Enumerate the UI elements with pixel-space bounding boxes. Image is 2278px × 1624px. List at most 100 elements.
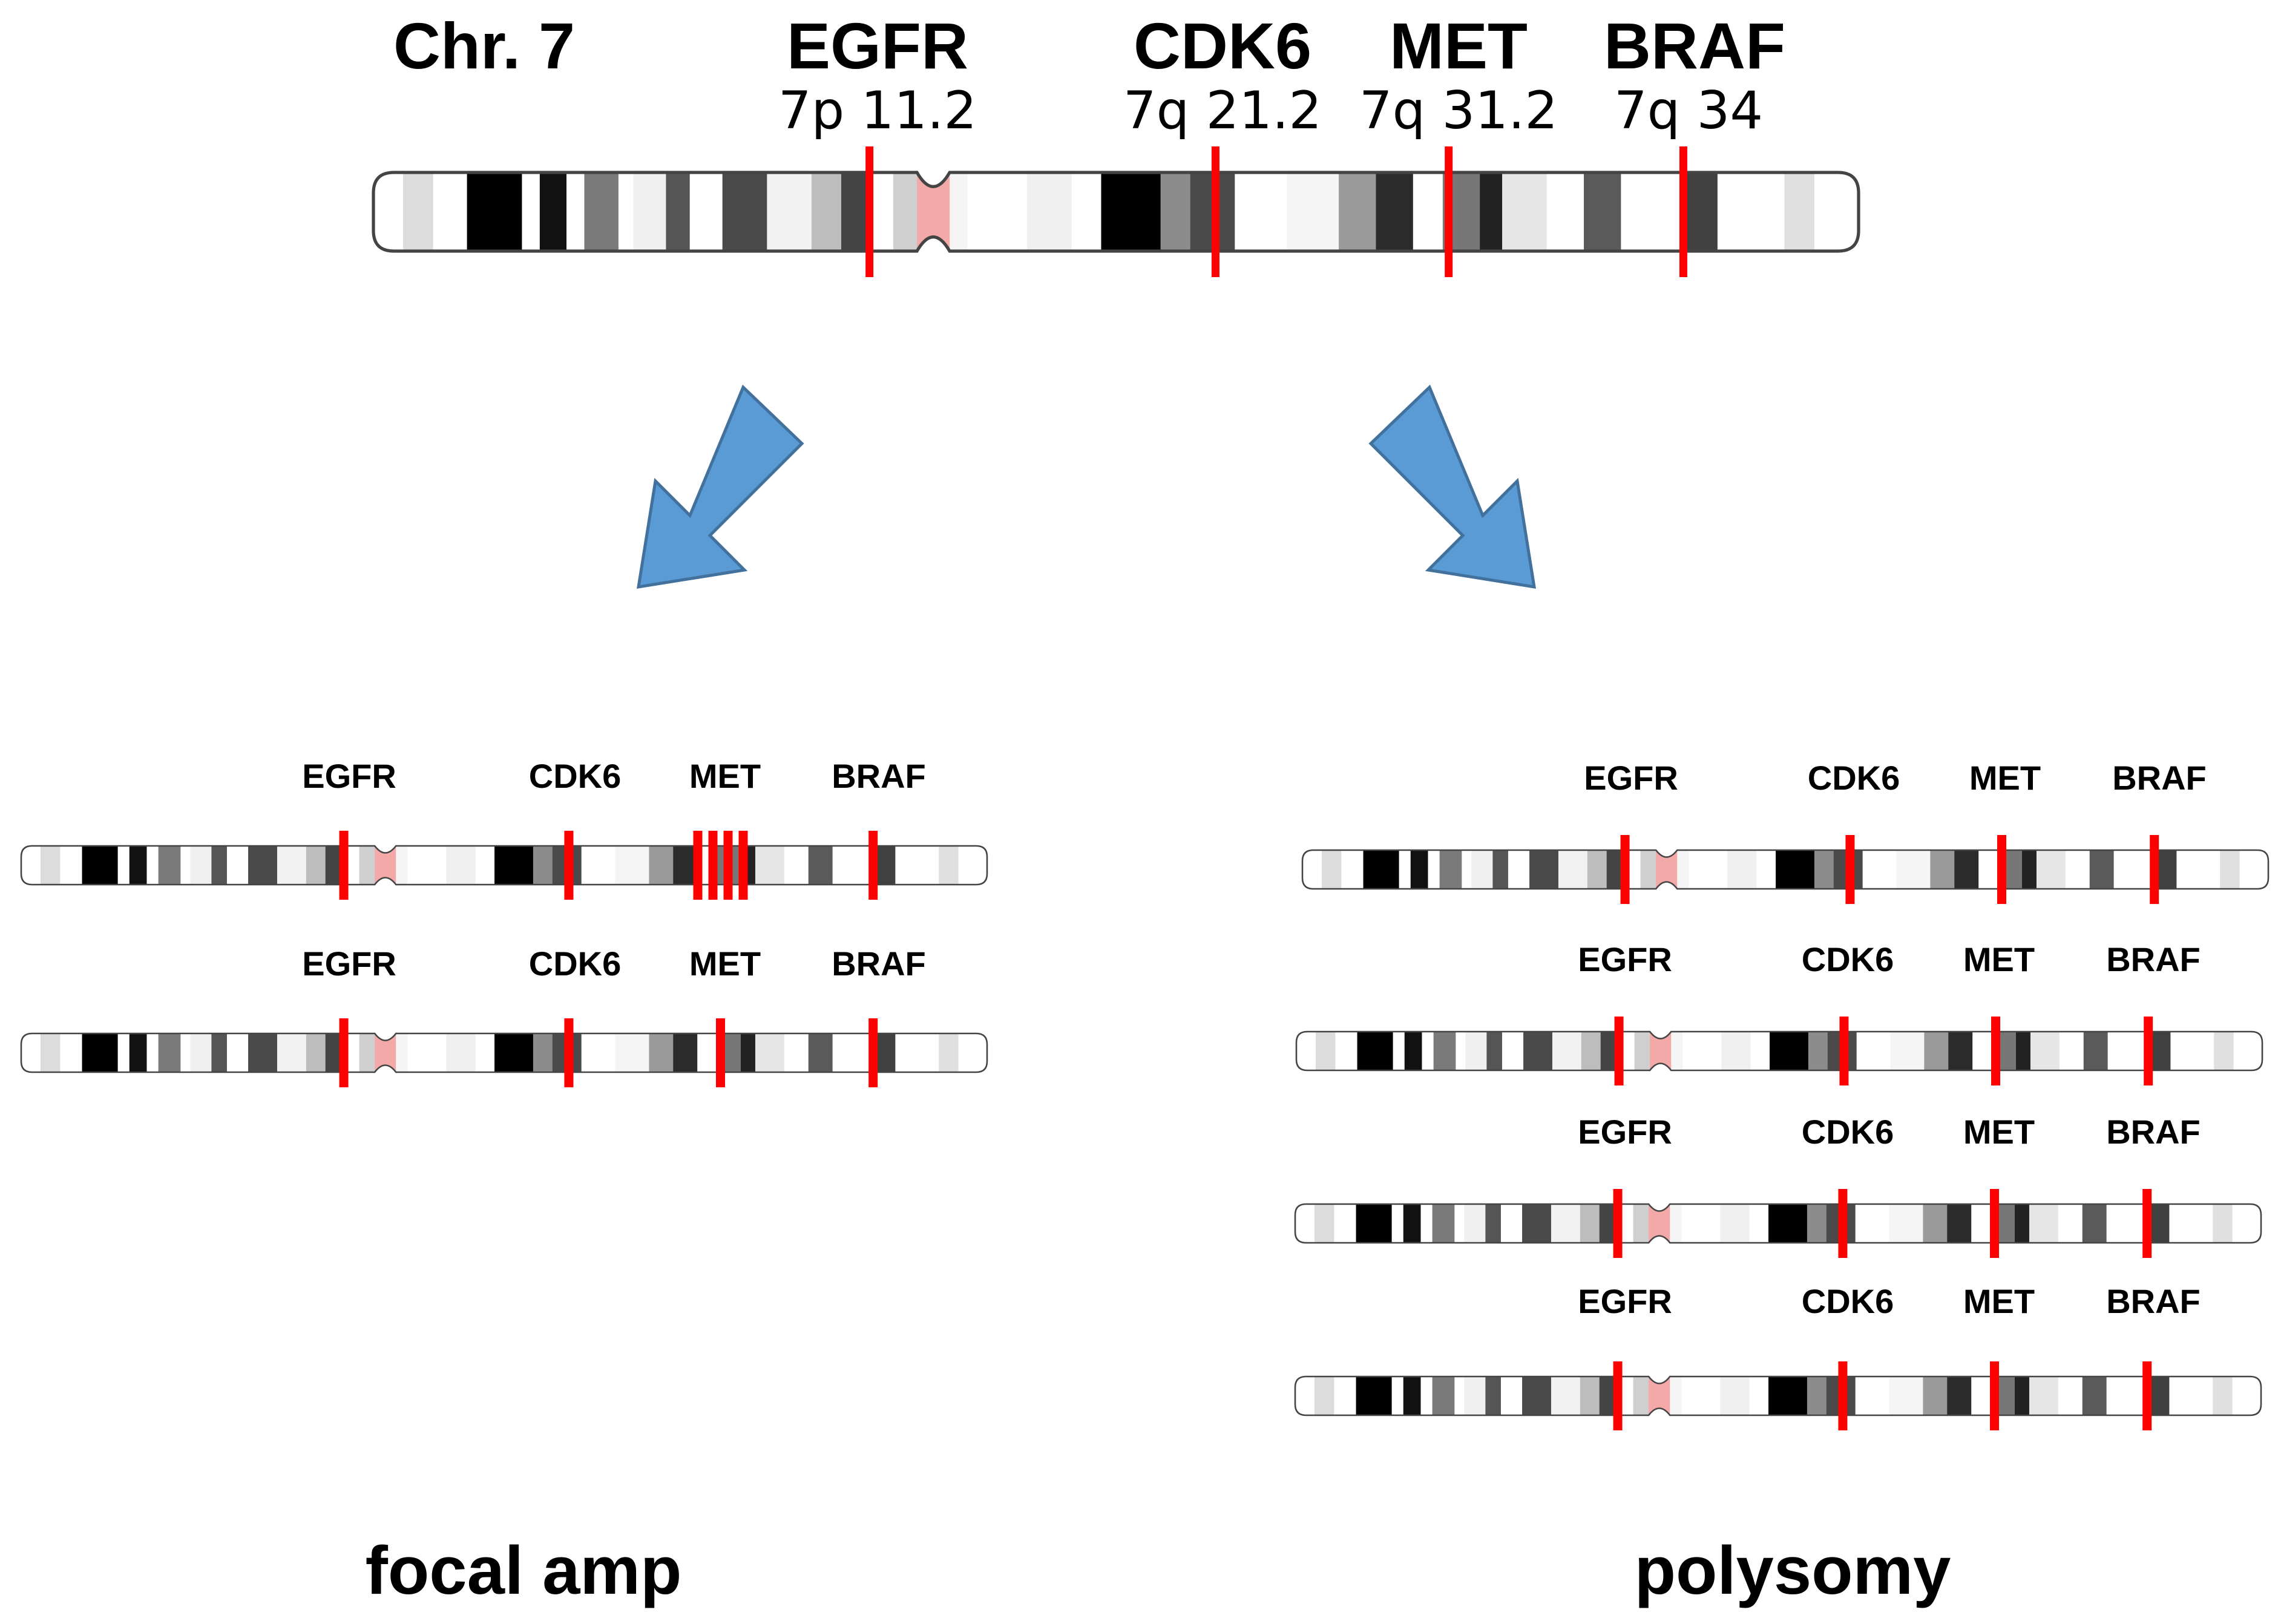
chromosome-band: [1856, 1032, 1891, 1070]
chromosome-band: [1671, 1032, 1683, 1070]
chromosome-band: [1923, 1204, 1948, 1243]
chromosome-band: [1456, 1032, 1466, 1070]
gene-marker-cdk6: [1838, 1361, 1848, 1430]
top-gene-label-egfr: EGFR: [786, 9, 969, 82]
chromosome-band: [1403, 1204, 1421, 1243]
gene-marker-met: [693, 831, 703, 900]
chromosome-band: [2083, 1032, 2109, 1070]
poly-2-label-met: MET: [1963, 940, 2035, 978]
chromosome-band: [2065, 850, 2090, 889]
chromosome-band: [2213, 1377, 2233, 1415]
chromosome-focal-amp-2: [20, 1018, 988, 1087]
chromosome-band: [1363, 850, 1400, 889]
chromosome-band: [1403, 1377, 1421, 1415]
chromosome-band: [1492, 850, 1509, 889]
poly-1-label-met: MET: [1969, 759, 2041, 797]
focal-2-label-egfr: EGFR: [302, 945, 396, 983]
chromosome-band: [939, 1033, 959, 1072]
chromosome-band: [755, 846, 785, 885]
chromosome-band: [1720, 1204, 1750, 1243]
chromosome-band: [566, 172, 585, 251]
poly-3-label-egfr: EGFR: [1578, 1113, 1672, 1151]
chromosome-band: [2015, 1204, 2030, 1243]
chromosome-band: [539, 172, 567, 251]
chromosome-band: [1523, 1032, 1553, 1070]
chromosome-band: [1770, 1032, 1809, 1070]
top-gene-label-braf: BRAF: [1604, 9, 1785, 82]
chromosome-band: [1356, 1377, 1393, 1415]
gene-marker-met: [1990, 1189, 2000, 1258]
chromosome-polysomy-1: [1301, 835, 2270, 904]
chromosome-band: [1428, 850, 1440, 889]
chromosome-band: [615, 846, 649, 885]
chromosome-focal-amp-1: [20, 831, 988, 900]
chromosome-band: [1420, 1377, 1433, 1415]
gene-marker-egfr: [1613, 1189, 1623, 1258]
chromosome-band: [895, 846, 939, 885]
centromere: [1649, 1377, 1670, 1415]
top-locus-cdk6: 7q 21.2: [1123, 80, 1322, 141]
poly-1-label-cdk6: CDK6: [1807, 759, 1900, 797]
chromosome-band: [673, 1033, 698, 1072]
arrow-right-shape: [1368, 384, 1537, 589]
chromosome-band: [1720, 1377, 1750, 1415]
chromosome-band: [1580, 1377, 1600, 1415]
chromosome-band: [1500, 1377, 1523, 1415]
chromosome-band: [1784, 172, 1814, 251]
chromosome-band: [2082, 1204, 2107, 1243]
chromosome-band: [1302, 850, 1322, 889]
focal-1-label-egfr: EGFR: [302, 757, 396, 795]
chromosome-band: [1315, 1032, 1336, 1070]
chromosome-band: [584, 172, 619, 251]
gene-marker-cdk6: [1838, 1189, 1848, 1258]
chromosome-band: [146, 846, 159, 885]
chromosome-band: [129, 846, 147, 885]
chromosome-band: [1546, 172, 1584, 251]
gene-marker-met: [708, 831, 718, 900]
chromosome-band: [1808, 1032, 1828, 1070]
focal-2-label-met: MET: [689, 945, 761, 983]
chromosome-band: [2036, 850, 2066, 889]
chromosome-band: [1502, 1032, 1524, 1070]
chromosome-band: [2022, 850, 2037, 889]
chromosome-band: [1376, 172, 1414, 251]
chromosome-band: [1587, 850, 1607, 889]
chromosome-band: [248, 1033, 278, 1072]
gene-marker-cdk6: [564, 831, 574, 900]
chromosome-band: [1160, 172, 1191, 251]
chromosome-band: [2082, 1377, 2107, 1415]
chromosome-band: [1634, 1032, 1650, 1070]
chromosome-band: [1454, 1204, 1465, 1243]
chromosome-band: [1399, 850, 1411, 889]
chromosome-band: [755, 1033, 785, 1072]
gene-marker-met: [716, 1018, 726, 1087]
chromosome-band: [1551, 1377, 1581, 1415]
chromosome-band: [1633, 1204, 1649, 1243]
centromere: [375, 1033, 396, 1072]
chromosome-band: [1295, 1377, 1315, 1415]
chromosome-band: [950, 172, 968, 251]
chromosome-band: [277, 846, 307, 885]
gene-marker-met: [723, 831, 733, 900]
focal-1-label-braf: BRAF: [832, 757, 926, 795]
chromosome-outline: [372, 171, 1860, 253]
chromosome-ideogram-main: [372, 146, 1860, 277]
gene-marker-cdk6: [1839, 1017, 1849, 1085]
chromosome-band: [1502, 172, 1548, 251]
chromosome-band: [1432, 1377, 1455, 1415]
chromosome-band: [446, 1033, 476, 1072]
chromosome-band: [226, 846, 249, 885]
chromosome-band: [633, 172, 666, 251]
chromosome-band: [1485, 1377, 1502, 1415]
chromosome-band: [832, 1033, 871, 1072]
chromosome-band: [403, 172, 433, 251]
focal-1-label-cdk6: CDK6: [528, 757, 622, 795]
chromosome-band: [2029, 1204, 2059, 1243]
chromosome-band: [893, 172, 917, 251]
chromosome-band: [2059, 1032, 2084, 1070]
centromere: [917, 172, 950, 251]
chromosome-band: [1768, 1377, 1808, 1415]
poly-1-label-braf: BRAF: [2112, 759, 2207, 797]
focal-1-label-met: MET: [689, 757, 761, 795]
chromosome-band: [306, 846, 326, 885]
